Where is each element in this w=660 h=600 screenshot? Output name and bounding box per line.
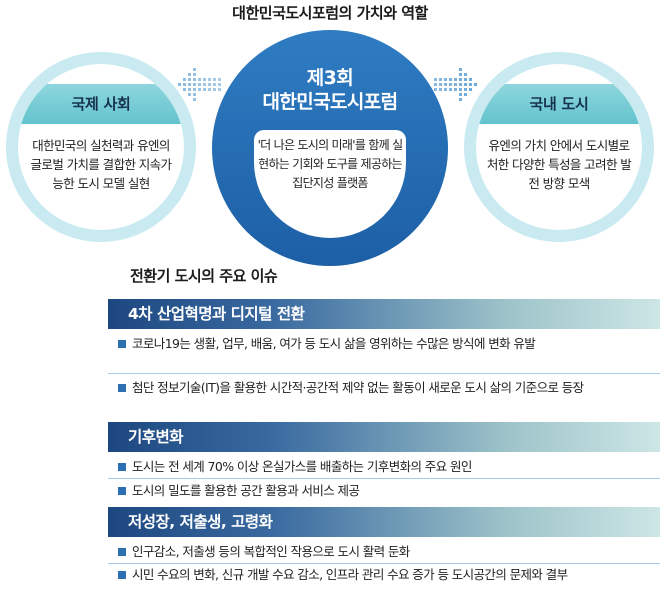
arrow-dot bbox=[213, 78, 216, 81]
arrow-dot bbox=[449, 88, 452, 91]
arrow-dot bbox=[439, 88, 442, 91]
divider bbox=[108, 373, 660, 374]
arrow-dot bbox=[218, 83, 221, 86]
center-circle: 제3회 대한민국도시포럼 '더 나은 도시의 미래'를 함께 실현하는 기회와 … bbox=[212, 30, 448, 266]
arrow-dot bbox=[464, 78, 467, 81]
arrow-dot bbox=[183, 83, 186, 86]
center-circle-title: 제3회 대한민국도시포럼 bbox=[212, 66, 448, 114]
arrow-dot bbox=[203, 83, 206, 86]
bullet-square-icon bbox=[118, 548, 126, 556]
arrow-dot bbox=[454, 88, 457, 91]
left-arrow-icon bbox=[176, 64, 226, 108]
bullet-square-icon bbox=[118, 463, 126, 471]
arrow-dot bbox=[188, 78, 191, 81]
arrow-dot bbox=[178, 83, 181, 86]
bullet-square-icon bbox=[118, 487, 126, 495]
left-circle-text: 대한민국의 실천력과 유엔의 글로벌 가치를 결합한 지속가능한 도시 모델 실… bbox=[30, 138, 173, 191]
arrow-dot bbox=[193, 98, 196, 101]
left-circle-label: 국제 사회 bbox=[18, 84, 184, 124]
arrow-dot bbox=[464, 93, 467, 96]
arrow-dot bbox=[439, 78, 442, 81]
list-item: 인구감소, 저출생 등의 복합적인 작용으로 도시 활력 둔화 bbox=[118, 543, 648, 561]
arrow-dot bbox=[464, 88, 467, 91]
arrow-dot bbox=[213, 83, 216, 86]
arrow-dot bbox=[208, 88, 211, 91]
arrow-dot bbox=[469, 88, 472, 91]
left-circle-inner: 국제 사회 대한민국의 실천력과 유엔의 글로벌 가치를 결합한 지속가능한 도… bbox=[18, 64, 184, 230]
divider bbox=[108, 478, 660, 479]
right-circle-text: 유엔의 가치 안에서 도시별로 처한 다양한 특성을 고려한 발전 방향 모색 bbox=[486, 138, 632, 191]
arrow-dot bbox=[459, 93, 462, 96]
arrow-dot bbox=[464, 73, 467, 76]
left-circle: 국제 사회 대한민국의 실천력과 유엔의 글로벌 가치를 결합한 지속가능한 도… bbox=[6, 52, 196, 242]
arrow-dot bbox=[444, 88, 447, 91]
arrow-dot bbox=[459, 68, 462, 71]
arrow-dot bbox=[449, 78, 452, 81]
center-circle-inner: '더 나은 도시의 미래'를 함께 실현하는 기회와 도구를 제공하는 집단지성… bbox=[254, 130, 406, 238]
arrow-dot bbox=[454, 83, 457, 86]
arrow-dot bbox=[449, 83, 452, 86]
arrow-dot bbox=[198, 88, 201, 91]
arrow-dot bbox=[444, 78, 447, 81]
arrow-dot bbox=[193, 78, 196, 81]
arrow-dot bbox=[459, 73, 462, 76]
arrow-dot bbox=[459, 83, 462, 86]
list-item: 도시의 밀도를 활용한 공간 활용과 서비스 제공 bbox=[118, 482, 648, 500]
center-title-line1: 제3회 bbox=[306, 67, 354, 89]
issue-heading-digital: 4차 산업혁명과 디지털 전환 bbox=[108, 299, 660, 329]
center-circle-text: '더 나은 도시의 미래'를 함께 실현하는 기회와 도구를 제공하는 집단지성… bbox=[257, 138, 404, 190]
arrow-dot bbox=[474, 83, 477, 86]
arrow-dot bbox=[203, 88, 206, 91]
issue-heading-population: 저성장, 저출생, 고령화 bbox=[108, 507, 660, 537]
arrow-dot bbox=[193, 83, 196, 86]
arrow-dot bbox=[193, 93, 196, 96]
arrow-dot bbox=[469, 78, 472, 81]
arrow-dot bbox=[434, 88, 437, 91]
arrow-dot bbox=[444, 83, 447, 86]
right-circle-inner: 국내 도시 유엔의 가치 안에서 도시별로 처한 다양한 특성을 고려한 발전 … bbox=[476, 64, 642, 230]
arrow-dot bbox=[193, 73, 196, 76]
right-circle: 국내 도시 유엔의 가치 안에서 도시별로 처한 다양한 특성을 고려한 발전 … bbox=[464, 52, 654, 242]
arrow-dot bbox=[188, 73, 191, 76]
arrow-dot bbox=[459, 98, 462, 101]
arrow-dot bbox=[188, 93, 191, 96]
arrow-dot bbox=[439, 83, 442, 86]
arrow-dot bbox=[459, 88, 462, 91]
arrow-dot bbox=[183, 88, 186, 91]
page-title: 대한민국도시포럼의 가치와 역할 bbox=[232, 4, 428, 22]
arrow-dot bbox=[188, 88, 191, 91]
right-circle-label: 국내 도시 bbox=[476, 84, 642, 124]
issue-heading-climate: 기후변화 bbox=[108, 422, 660, 452]
arrow-dot bbox=[434, 78, 437, 81]
bullet-square-icon bbox=[118, 384, 126, 392]
issues-title: 전환기 도시의 주요 이슈 bbox=[130, 267, 278, 285]
arrow-dot bbox=[193, 68, 196, 71]
arrow-dot bbox=[208, 83, 211, 86]
list-item: 시민 수요의 변화, 신규 개발 수요 감소, 인프라 관리 수요 증가 등 도… bbox=[118, 566, 648, 584]
arrow-dot bbox=[213, 88, 216, 91]
arrow-dot bbox=[208, 78, 211, 81]
bullet-square-icon bbox=[118, 340, 126, 348]
arrow-dot bbox=[193, 88, 196, 91]
bullet-square-icon bbox=[118, 571, 126, 579]
right-arrow-icon bbox=[432, 64, 482, 108]
arrow-dot bbox=[469, 83, 472, 86]
arrow-dot bbox=[198, 83, 201, 86]
list-item: 첨단 정보기술(IT)을 활용한 시간적·공간적 제약 없는 활동이 새로운 도… bbox=[118, 379, 648, 397]
arrow-dot bbox=[459, 78, 462, 81]
arrow-dot bbox=[454, 78, 457, 81]
arrow-dot bbox=[218, 78, 221, 81]
arrow-dot bbox=[218, 88, 221, 91]
arrow-dot bbox=[434, 83, 437, 86]
arrow-dot bbox=[198, 78, 201, 81]
arrow-dot bbox=[188, 83, 191, 86]
list-item: 도시는 전 세계 70% 이상 온실가스를 배출하는 기후변화의 주요 원인 bbox=[118, 458, 648, 476]
divider bbox=[108, 563, 660, 564]
list-item: 코로나19는 생활, 업무, 배움, 여가 등 도시 삶을 영위하는 수많은 방… bbox=[118, 335, 648, 353]
center-title-line2: 대한민국도시포럼 bbox=[262, 91, 398, 113]
arrow-dot bbox=[183, 78, 186, 81]
arrow-dot bbox=[203, 78, 206, 81]
arrow-dot bbox=[464, 83, 467, 86]
